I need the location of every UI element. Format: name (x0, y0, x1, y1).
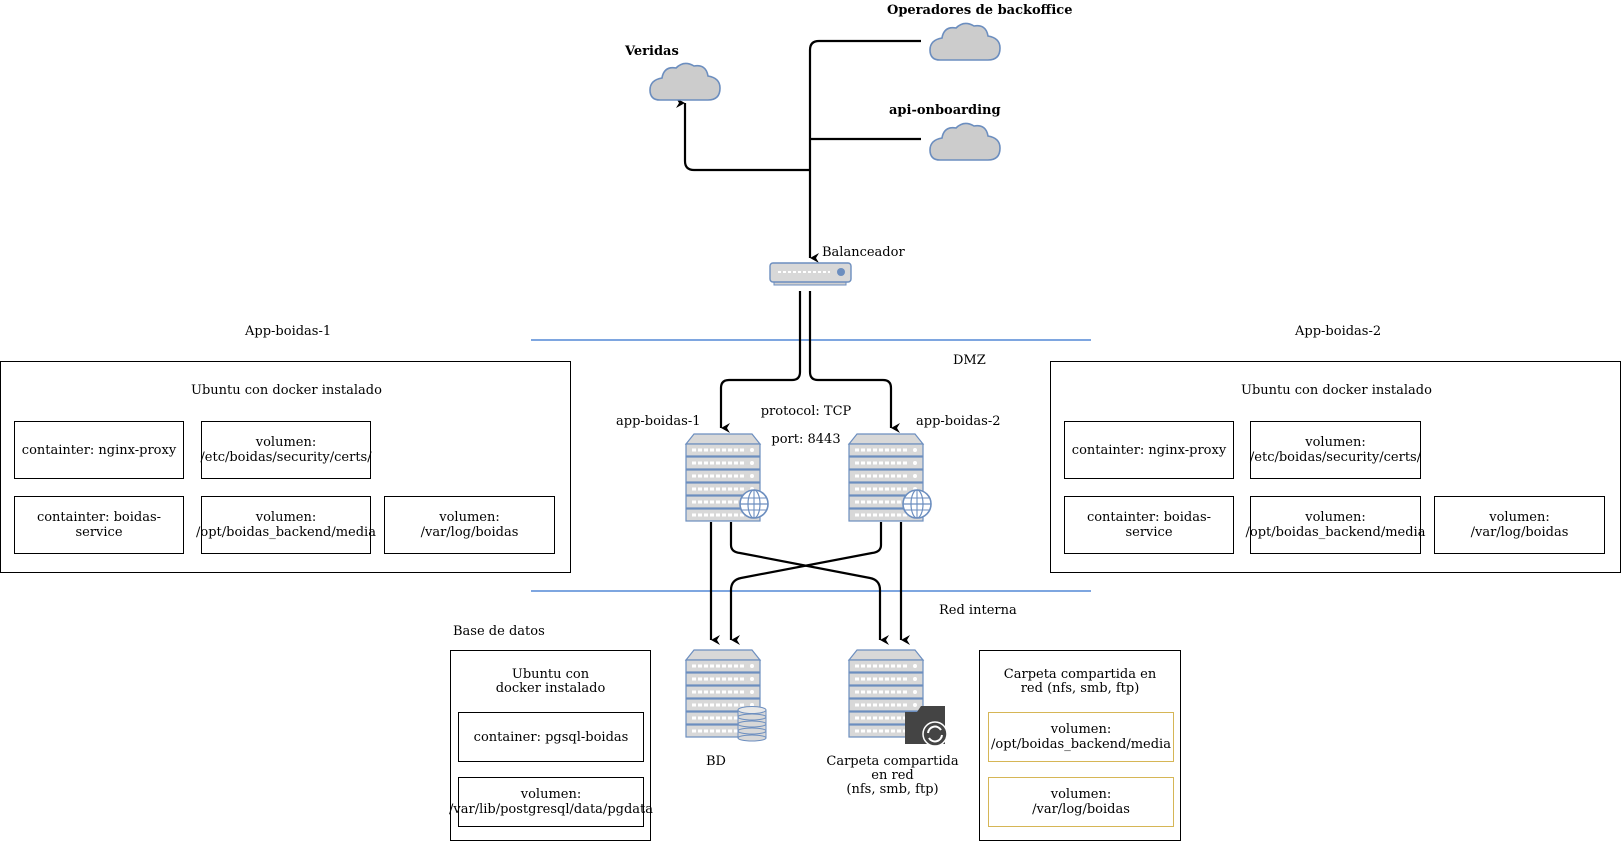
share-subtitle: Carpeta compartida en red (nfs, smb, ftp… (1003, 667, 1157, 696)
volume-log: volumen: /var/log/boidas (384, 496, 555, 554)
container-nginx: containter: nginx-proxy (14, 421, 184, 479)
cloud-label-veridas: Veridas (625, 44, 679, 59)
volume-certs: volumen: /etc/boidas/security/certs/ (1250, 421, 1421, 479)
web-server-icon (847, 433, 932, 522)
share-panel: Carpeta compartida en red (nfs, smb, ftp… (979, 650, 1181, 841)
cloud-icon (929, 122, 1001, 161)
host-panel-app2: Ubuntu con docker instalado containter: … (1050, 361, 1621, 573)
host-title: App-boidas-1 (245, 324, 332, 339)
volume-media: volumen: /opt/boidas_backend/media (988, 712, 1174, 762)
server-label-share: Carpeta compartida en red (nfs, smb, ftp… (826, 754, 959, 797)
edge-backoffice (808, 39, 921, 263)
web-server-icon (684, 433, 769, 522)
host-subtitle: Ubuntu con docker instalado (1241, 383, 1432, 398)
container-service: containter: boidas-service (1064, 496, 1234, 554)
edge-balancer-app1 (719, 291, 802, 433)
container-pgsql: container: pgsql-boidas (458, 712, 644, 762)
balancer-label: Balanceador (822, 245, 905, 260)
protocol-line: protocol: TCP (760, 404, 852, 419)
cloud-label-backoffice: Operadores de backoffice (887, 3, 1073, 18)
zone-label-dmz: DMZ (953, 353, 986, 368)
volume-media: volumen: /opt/boidas_backend/media (1246, 496, 1425, 554)
cloud-icon (649, 62, 721, 101)
cloud-icon (929, 22, 1001, 61)
host-panel-app1: Ubuntu con docker instalado containter: … (0, 361, 571, 573)
server-label-app1: app-boidas-1 (616, 414, 701, 429)
edge-app2-bd (729, 522, 883, 645)
volume-log: volumen: /var/log/boidas (1434, 496, 1605, 554)
container-nginx: containter: nginx-proxy (1064, 421, 1234, 479)
edge-balancer-app2 (808, 291, 900, 433)
edge-veridas (676, 98, 810, 172)
host-subtitle: Ubuntu con docker instalado (191, 383, 382, 398)
cloud-label-api: api-onboarding (889, 103, 1001, 118)
host-title: App-boidas-2 (1295, 324, 1382, 339)
volume-pgdata: volumen: /var/lib/postgresql/data/pgdata (449, 777, 653, 827)
database-server-icon (684, 649, 767, 742)
db-title: Base de datos (453, 624, 545, 639)
volume-certs: volumen: /etc/boidas/security/certs/ (200, 421, 372, 479)
volume-media: volumen: /opt/boidas_backend/media (196, 496, 376, 554)
protocol-label: protocol: TCP port: 8443 (756, 391, 856, 461)
server-label-bd: BD (706, 754, 726, 769)
edge-app1-share (729, 522, 889, 645)
load-balancer-icon (769, 262, 852, 286)
port-line: port: 8443 (771, 432, 841, 447)
db-subtitle: Ubuntu con docker instalado (495, 667, 606, 696)
volume-log: volumen: /var/log/boidas (988, 777, 1174, 827)
db-panel: Ubuntu con docker instalado container: p… (449, 650, 653, 841)
file-server-icon (847, 649, 948, 747)
zone-label-internal: Red interna (939, 603, 1017, 618)
container-service: containter: boidas-service (14, 496, 184, 554)
server-label-app2: app-boidas-2 (916, 414, 1001, 429)
